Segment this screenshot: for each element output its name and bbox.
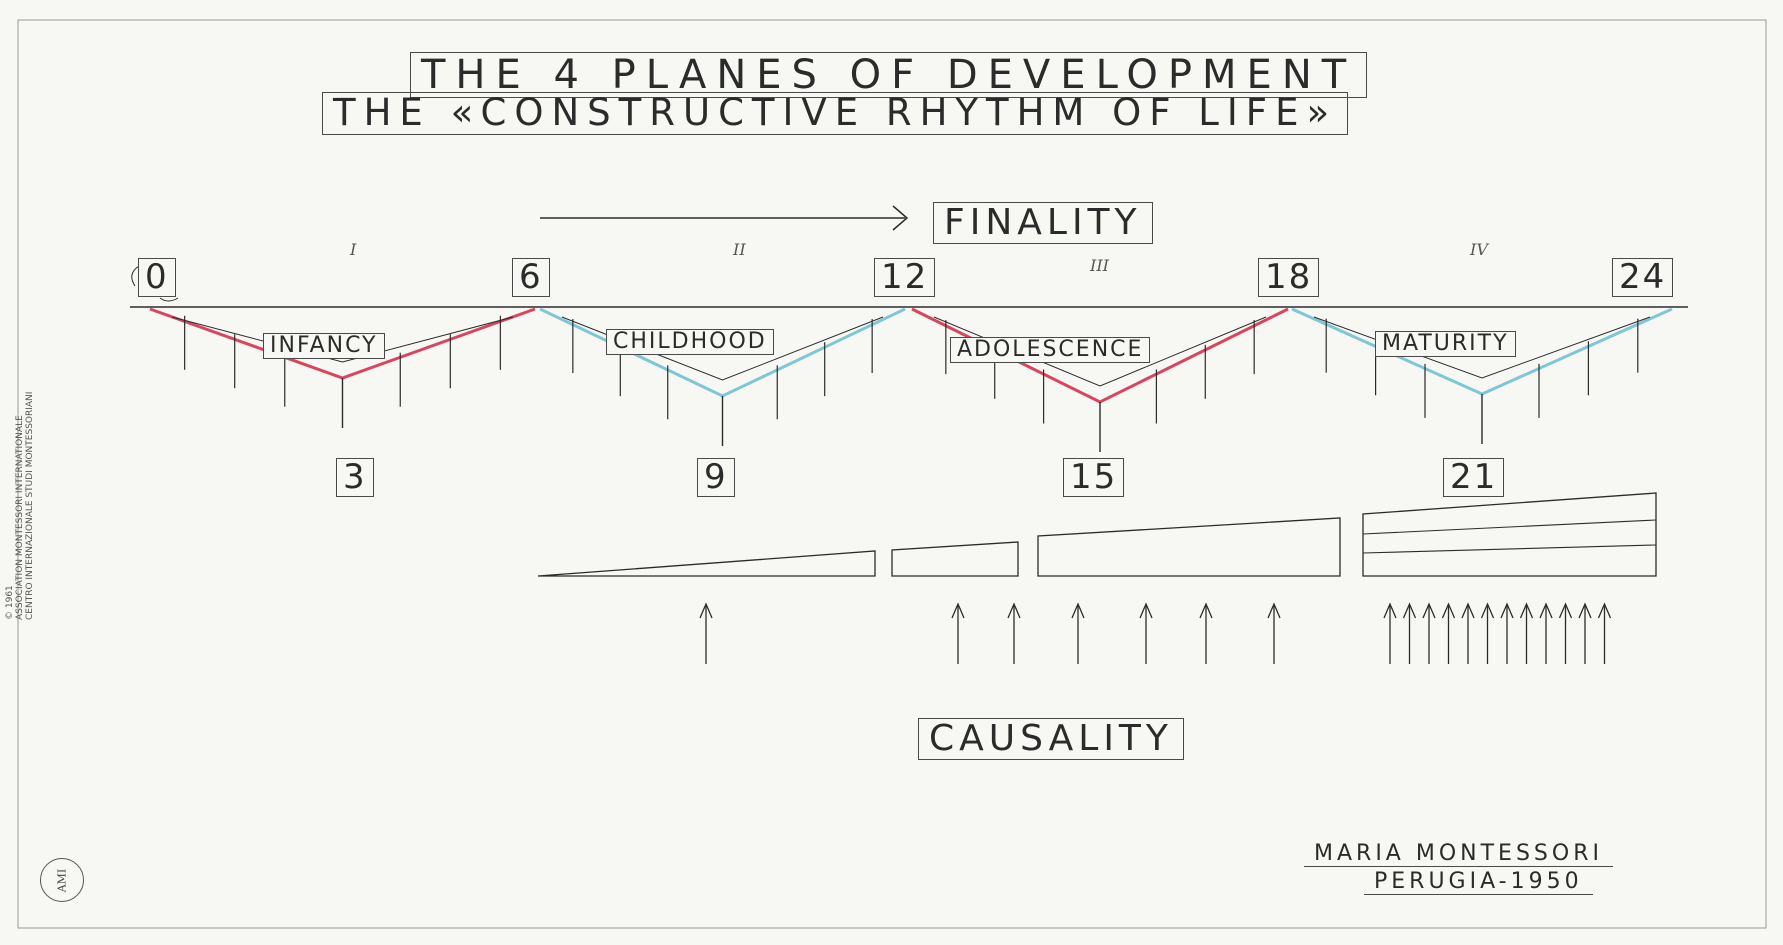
causality-arrow-plane-4-4-head — [1441, 602, 1456, 619]
causality-arrow-plane-4-9-head — [1539, 602, 1553, 619]
plane-1-inner-arc — [171, 316, 514, 363]
causality-label: CAUSALITY — [918, 718, 1184, 760]
ramp-plane-4-band-1 — [1362, 519, 1657, 535]
causality-arrow-plane-4-11-head — [1578, 602, 1592, 619]
causality-arrow-plane-4-8-head — [1519, 602, 1534, 619]
ramp-plane-4 — [1362, 492, 1657, 577]
causality-arrow-plane-3-2-head — [1007, 602, 1021, 619]
causality-arrow-plane-3-5-head — [1199, 602, 1213, 619]
age-label-6: 6 — [512, 258, 550, 298]
ramp-plane-3b — [1037, 517, 1341, 577]
age-label-21: 21 — [1443, 458, 1505, 498]
finality-arrow-head — [892, 205, 909, 231]
causality-arrow-plane-4-7-head — [1500, 602, 1514, 619]
ami-logo-text: AMI — [55, 868, 69, 892]
age-label-18: 18 — [1258, 258, 1320, 298]
causality-arrow-plane-4-3-head — [1422, 602, 1436, 619]
plane-label-infancy: INFANCY — [263, 333, 385, 360]
causality-arrow-plane-4-6-head — [1480, 602, 1495, 619]
age-label-3: 3 — [336, 458, 374, 498]
ramp-plane-3a — [891, 541, 1019, 577]
plane-numeral-1: I — [350, 240, 357, 259]
age-label-24: 24 — [1612, 258, 1674, 298]
page-border — [17, 19, 1767, 929]
copyright-line: CENTRO INTERNAZIONALE STUDI MONTESSORIAN… — [24, 391, 35, 620]
plane-label-adolescence: ADOLESCENCE — [950, 337, 1151, 364]
causality-arrow-plane-3-4-head — [1139, 602, 1153, 619]
plane-numeral-3: III — [1090, 256, 1109, 275]
age-label-9: 9 — [697, 458, 735, 498]
age-label-0: 0 — [138, 258, 176, 298]
plane-label-maturity: MATURITY — [1375, 331, 1516, 358]
ami-logo: AMI — [40, 858, 84, 902]
ramp-plane-4-band-2 — [1362, 544, 1657, 554]
plane-4-inner-arc — [1313, 316, 1651, 379]
causality-arrow-plane-4-2-head — [1402, 602, 1417, 619]
causality-arrow-plane-4-10-head — [1558, 602, 1573, 619]
causality-arrow-plane-3-6-head — [1267, 602, 1281, 619]
age-label-12: 12 — [874, 258, 936, 298]
causality-arrow-plane-4-12-head — [1597, 602, 1612, 619]
signature-place: PERUGIA-1950 — [1364, 869, 1593, 896]
signature-name: MARIA MONTESSORI — [1304, 841, 1613, 868]
causality-arrow-plane-4-5-head — [1461, 602, 1475, 619]
plane-label-childhood: CHILDHOOD — [606, 329, 774, 356]
plane-numeral-4: IV — [1470, 240, 1488, 259]
ramp-plane-2 — [537, 550, 876, 577]
plane-numeral-2: II — [733, 240, 746, 259]
diagram-subtitle: THE «CONSTRUCTIVE RHYTHM OF LIFE» — [322, 92, 1349, 135]
finality-label: FINALITY — [933, 202, 1153, 244]
diagram-title: THE 4 PLANES OF DEVELOPMENT — [410, 52, 1368, 98]
copyright-notice: © 1961 ASSOCIATION MONTESSORI INTERNATIO… — [5, 391, 46, 620]
age-label-15: 15 — [1063, 458, 1125, 498]
causality-arrow-plane-4-1-head — [1383, 602, 1397, 619]
causality-arrow-plane-3-1-head — [951, 602, 965, 619]
causality-arrow-plane-3-3-head — [1071, 602, 1085, 619]
causality-arrow-plane-2-head — [699, 602, 713, 619]
